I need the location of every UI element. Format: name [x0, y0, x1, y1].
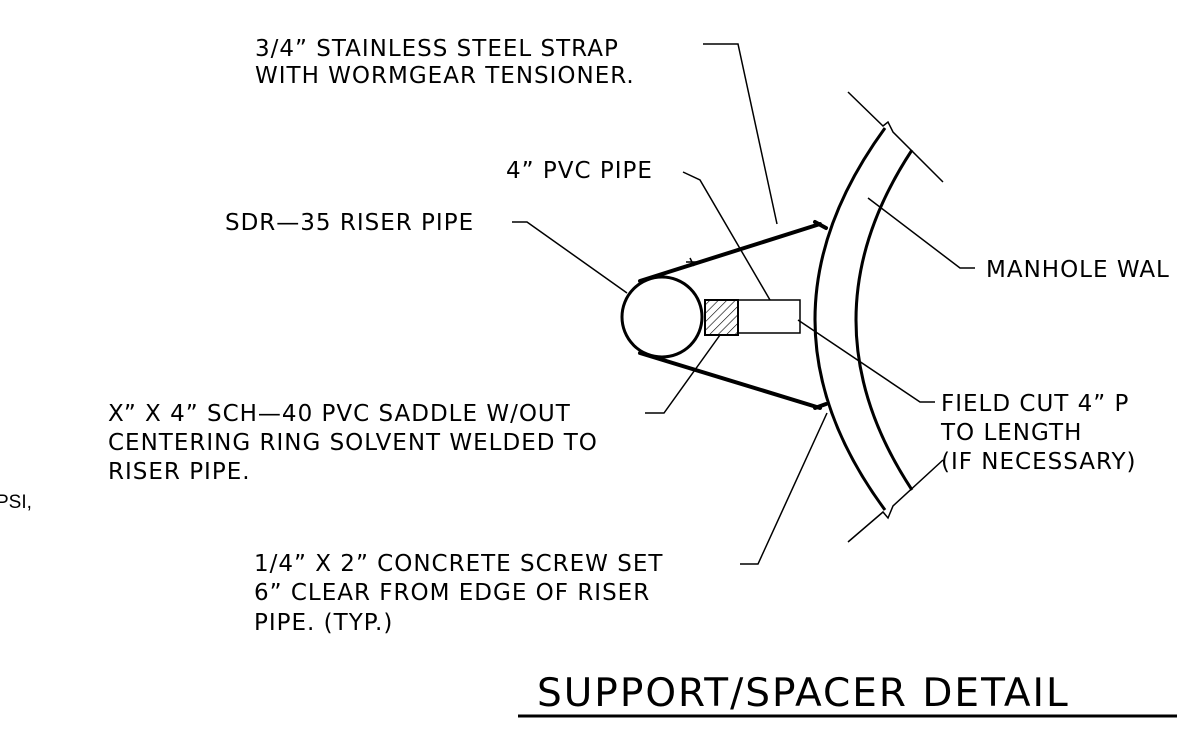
label-saddle-line-3: RISER PIPE.	[108, 459, 251, 485]
strap-upper	[638, 222, 822, 283]
pvc-saddle	[704, 299, 739, 336]
concrete-screw-upper	[813, 220, 828, 230]
label-strap-line-1: 3/4” STAINLESS STEEL STRAP	[255, 36, 619, 62]
label-manhole-wall: MANHOLE WAL	[986, 257, 1170, 283]
leader-saddle	[645, 334, 721, 414]
wall-break-line-top	[847, 91, 944, 183]
wall-break-line-bottom	[847, 459, 944, 543]
riser-pipe-circle	[620, 275, 704, 359]
detail-title: SUPPORT/SPACER DETAIL	[537, 671, 1070, 716]
strap-lower	[638, 351, 822, 410]
label-left-fragment: PSI,	[0, 492, 32, 513]
label-saddle-line-1: X” X 4” SCH—40 PVC SADDLE W/OUT	[108, 401, 571, 427]
label-concrete-screw-line-2: 6” CLEAR FROM EDGE OF RISER	[254, 580, 650, 606]
leader-manhole-wall	[867, 197, 975, 269]
leader-field-cut	[797, 319, 935, 403]
pvc-pipe	[737, 299, 801, 334]
leader-concrete-screw	[740, 412, 828, 565]
label-strap-line-2: WITH WORMGEAR TENSIONER.	[255, 63, 635, 89]
label-concrete-screw-line-1: 1/4” X 2” CONCRETE SCREW SET	[254, 551, 663, 577]
label-saddle-line-2: CENTERING RING SOLVENT WELDED TO	[108, 430, 598, 456]
leader-pvc-pipe	[682, 171, 771, 301]
label-field-cut-line-1: FIELD CUT 4” P	[941, 391, 1129, 417]
label-concrete-screw-line-3: PIPE. (TYP.)	[254, 610, 393, 636]
label-pvc-pipe: 4” PVC PIPE	[506, 158, 653, 184]
label-field-cut-line-3: (IF NECESSARY)	[941, 449, 1137, 475]
manhole-wall-inner-arc	[854, 149, 914, 491]
concrete-screw-lower	[813, 402, 828, 410]
leader-strap	[703, 43, 778, 225]
wormgear-tensioner-mark	[686, 257, 698, 267]
leader-riser-pipe	[512, 221, 628, 294]
label-field-cut-line-2: TO LENGTH	[940, 420, 1082, 446]
manhole-wall-outer-arc	[813, 127, 887, 511]
label-riser-pipe: SDR—35 RISER PIPE	[225, 210, 474, 236]
